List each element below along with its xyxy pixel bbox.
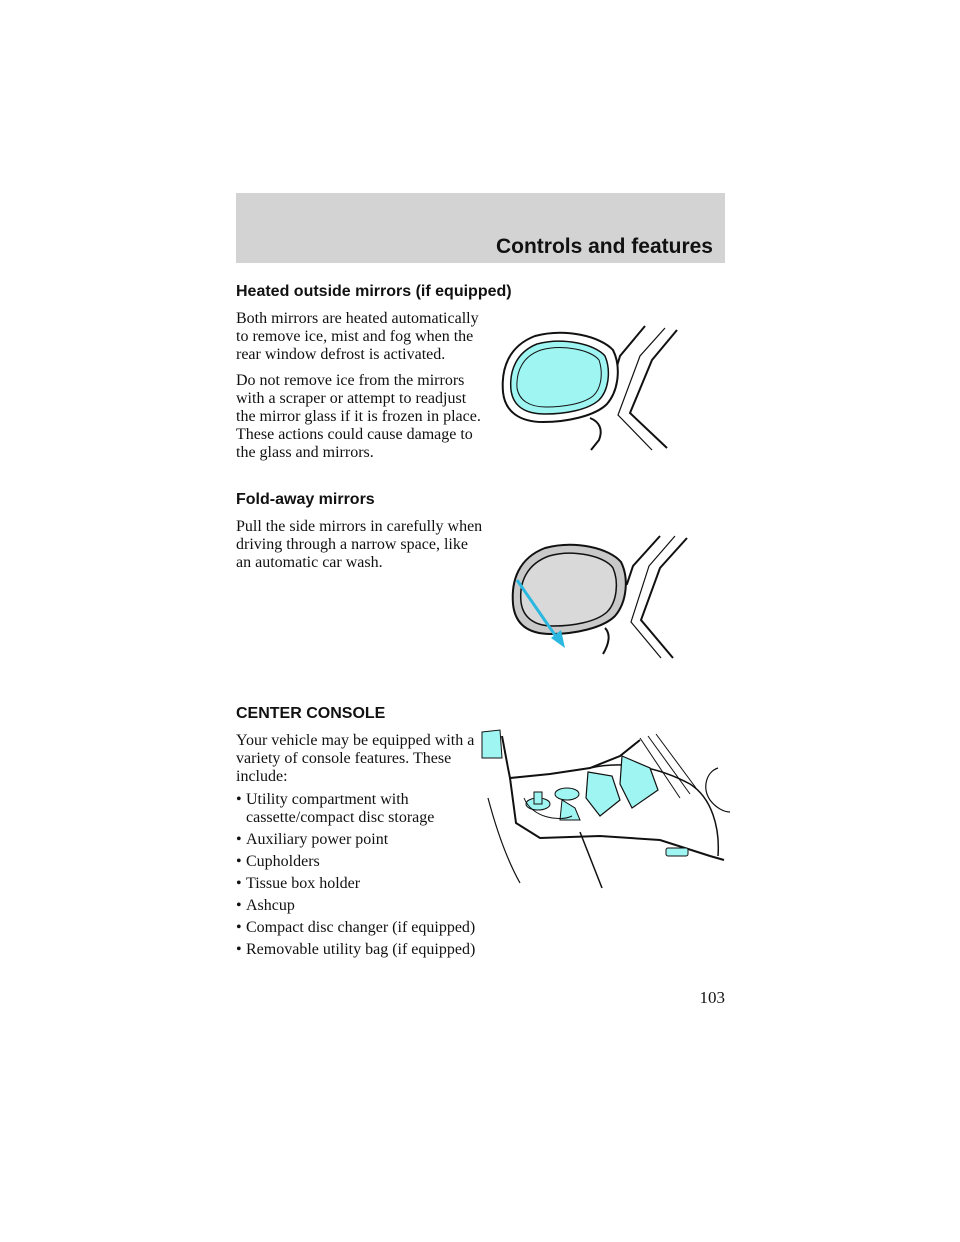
heated-mirrors-section: Heated outside mirrors (if equipped) Bot… xyxy=(236,282,512,462)
center-console-illustration xyxy=(481,729,730,889)
foldaway-paragraph: Pull the side mirrors in carefully when … xyxy=(236,518,483,571)
foldaway-mirror-illustration xyxy=(511,535,688,659)
console-intro: Your vehicle may be equipped with a vari… xyxy=(236,732,475,785)
list-item: •Tissue box holder xyxy=(236,875,361,892)
list-item: •Cupholders xyxy=(236,853,320,870)
list-item: •Ashcup xyxy=(236,897,295,914)
page-number: 103 xyxy=(699,988,726,1007)
center-console-section: CENTER CONSOLE Your vehicle may be equip… xyxy=(236,704,481,963)
section-title: Controls and features xyxy=(495,235,713,258)
heated-mirrors-heading: Heated outside mirrors (if equipped) xyxy=(236,283,512,300)
list-item: •Utility compartment with cassette/compa… xyxy=(236,791,435,826)
list-item: •Auxiliary power point xyxy=(236,831,389,848)
foldaway-heading: Fold-away mirrors xyxy=(236,491,375,508)
heated-mirrors-paragraph-2: Do not remove ice from the mirrors with … xyxy=(236,372,481,461)
console-feature-list: •Utility compartment with cassette/compa… xyxy=(236,791,481,959)
heated-mirror-illustration xyxy=(501,325,678,451)
section-header-band: Controls and features xyxy=(236,193,725,263)
list-item: •Compact disc changer (if equipped) xyxy=(236,919,476,936)
list-item: •Removable utility bag (if equipped) xyxy=(236,941,476,958)
heated-mirrors-paragraph-1: Both mirrors are heated automatically to… xyxy=(236,310,479,363)
console-heading: CENTER CONSOLE xyxy=(236,705,386,722)
foldaway-section: Fold-away mirrors Pull the side mirrors … xyxy=(236,490,486,572)
